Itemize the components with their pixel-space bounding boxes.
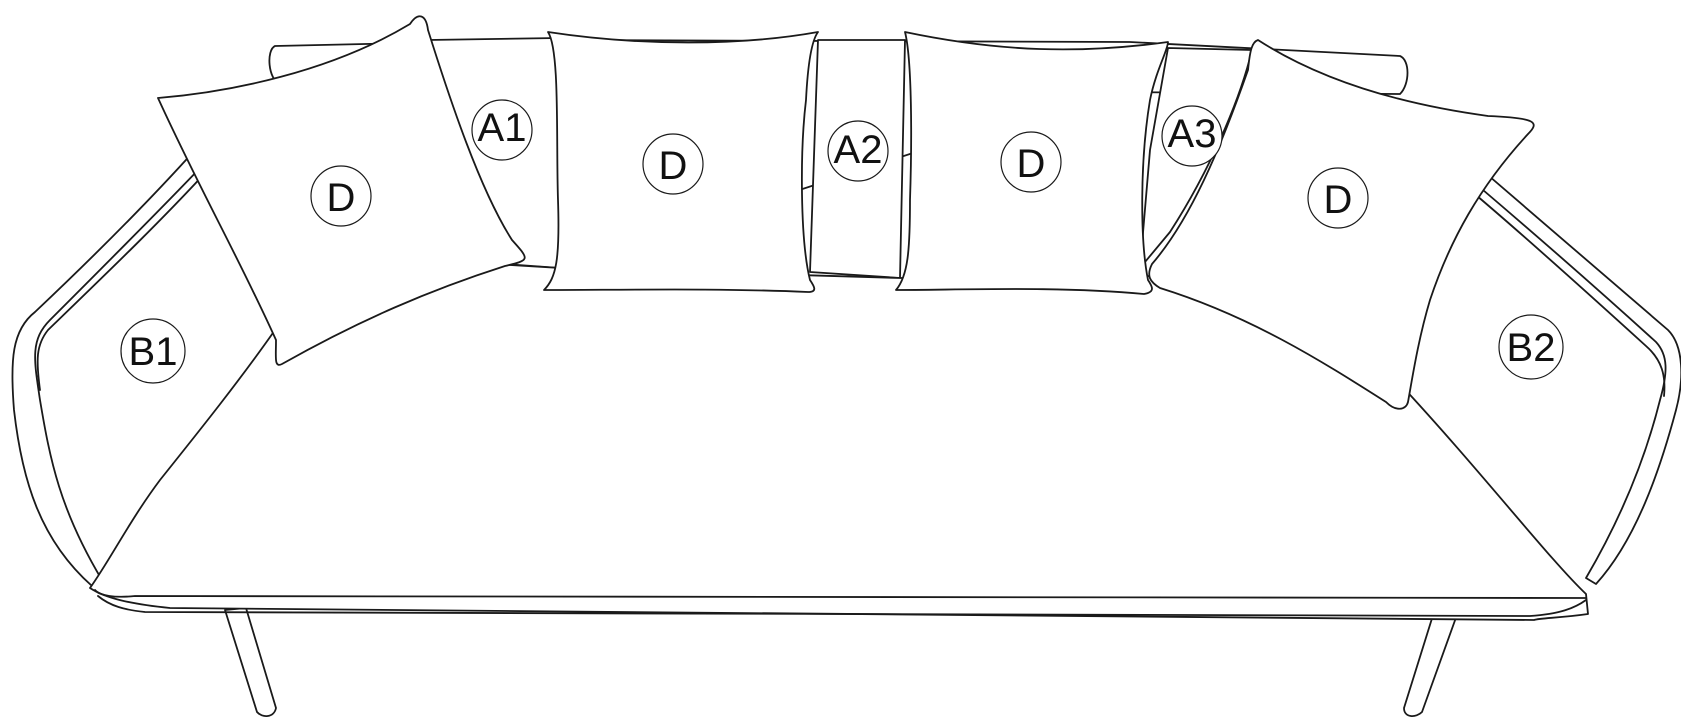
callout-pillow-center-right: D <box>1000 131 1062 193</box>
leg-left <box>224 607 277 717</box>
callouts: D A1 D A2 D A3 D B1 <box>120 99 1564 384</box>
callout-back-left: A1 <box>471 99 533 161</box>
callout-label-back-right: A3 <box>1168 112 1217 156</box>
callout-arm-left: B1 <box>120 318 186 384</box>
callout-label-pillow-left: D <box>327 176 356 220</box>
callout-pillow-center-left: D <box>642 133 704 195</box>
callout-arm-right: B2 <box>1498 314 1564 380</box>
callout-pillow-right: D <box>1307 167 1369 229</box>
sofa-legs <box>224 607 1459 717</box>
callout-label-pillow-right: D <box>1324 178 1353 222</box>
callout-back-center: A2 <box>827 120 889 182</box>
arm-left-inner-edge <box>36 171 207 391</box>
callout-label-arm-left: B1 <box>129 330 178 374</box>
arm-right <box>1475 169 1681 585</box>
sofa-seat <box>89 261 1589 621</box>
seat-front-bottom <box>97 595 1587 617</box>
callout-label-pillow-center-left: D <box>659 144 688 188</box>
callout-pillow-left: D <box>310 165 372 227</box>
callout-label-pillow-center-right: D <box>1017 142 1046 186</box>
callout-back-right: A3 <box>1161 105 1223 167</box>
callout-label-arm-right: B2 <box>1507 326 1556 370</box>
callout-label-back-left: A1 <box>478 106 527 150</box>
callout-label-back-center: A2 <box>834 128 883 172</box>
leg-right <box>1403 611 1459 717</box>
arm-right-inner-edge <box>1469 189 1666 397</box>
seat-cushion <box>89 261 1589 621</box>
seat-front-edge <box>94 589 1587 599</box>
